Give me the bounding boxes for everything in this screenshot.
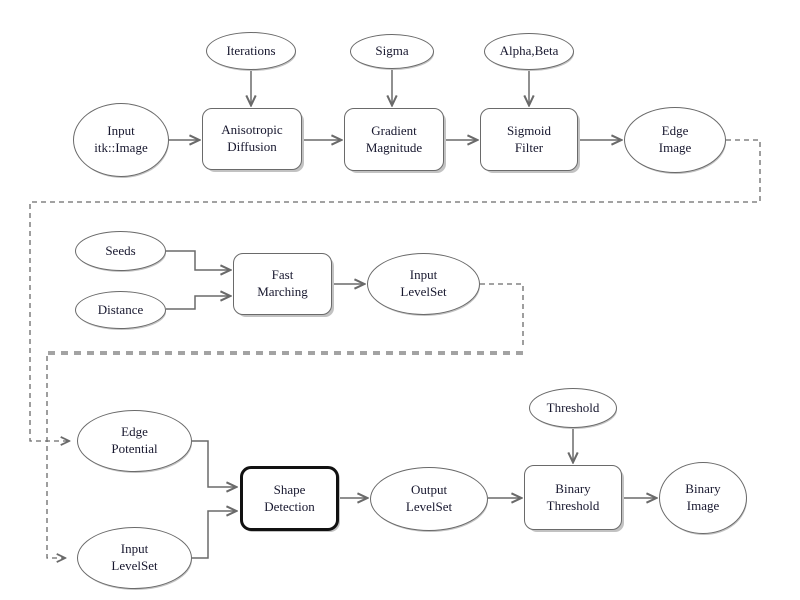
node-anisotropic-diffusion-label: Anisotropic Diffusion xyxy=(221,122,283,154)
node-gradient-magnitude-label: Gradient Magnitude xyxy=(365,122,423,155)
node-edge-image-label: Edge Image xyxy=(658,123,692,155)
arrow-edge-potential-to-shape-detection xyxy=(192,440,236,487)
dashed-edge-image-to-edge-potential xyxy=(29,139,761,441)
arrow-seeds-to-fast-marching xyxy=(166,250,230,270)
node-edge-potential: Edge Potential xyxy=(77,410,192,472)
node-binary-image: Binary Image xyxy=(659,462,747,534)
node-binary-threshold-label: Binary Threshold xyxy=(546,480,600,513)
node-seeds-label: Seeds xyxy=(105,242,136,258)
node-sigmoid-filter-label: Sigmoid Filter xyxy=(506,122,552,155)
node-anisotropic-diffusion: Anisotropic Diffusion xyxy=(202,108,302,170)
node-iterations-label: Iterations xyxy=(226,42,276,58)
node-input-itk-image: Input itk::Image xyxy=(73,103,169,177)
node-distance: Distance xyxy=(75,291,166,329)
node-edge-image: Edge Image xyxy=(624,107,726,173)
node-threshold: Threshold xyxy=(529,388,617,428)
node-alpha-beta: Alpha,Beta xyxy=(484,33,574,70)
node-input-levelset-bottom-label: Input LevelSet xyxy=(111,541,158,573)
node-fast-marching: Fast Marching xyxy=(233,253,332,315)
node-gradient-magnitude: Gradient Magnitude xyxy=(344,108,444,171)
node-distance-label: Distance xyxy=(97,301,144,317)
node-output-levelset-label: Output LevelSet xyxy=(405,482,453,514)
node-output-levelset: Output LevelSet xyxy=(370,467,488,531)
node-sigma: Sigma xyxy=(350,34,434,69)
node-threshold-label: Threshold xyxy=(546,399,600,415)
node-alpha-beta-label: Alpha,Beta xyxy=(499,43,559,59)
node-sigmoid-filter: Sigmoid Filter xyxy=(480,108,578,171)
node-iterations: Iterations xyxy=(206,32,296,70)
node-fast-marching-label: Fast Marching xyxy=(257,267,308,299)
arrow-distance-to-fast-marching xyxy=(166,296,230,310)
dashed-input-levelset-entry xyxy=(46,356,65,558)
node-edge-potential-label: Edge Potential xyxy=(111,424,158,456)
node-binary-image-label: Binary Image xyxy=(685,481,721,513)
node-shape-detection: Shape Detection xyxy=(240,466,339,531)
node-shape-detection-label: Shape Detection xyxy=(264,481,315,514)
node-sigma-label: Sigma xyxy=(375,43,409,59)
node-seeds: Seeds xyxy=(75,231,166,271)
dashed-input-levelset-exit xyxy=(480,283,524,349)
node-binary-threshold: Binary Threshold xyxy=(524,465,622,530)
node-input-levelset-bottom: Input LevelSet xyxy=(77,527,192,589)
arrow-input-levelset-to-shape-detection xyxy=(192,511,236,559)
node-input-levelset-mid: Input LevelSet xyxy=(367,253,480,315)
node-input-itk-image-label: Input itk::Image xyxy=(94,123,148,155)
node-input-levelset-mid-label: Input LevelSet xyxy=(400,267,447,299)
